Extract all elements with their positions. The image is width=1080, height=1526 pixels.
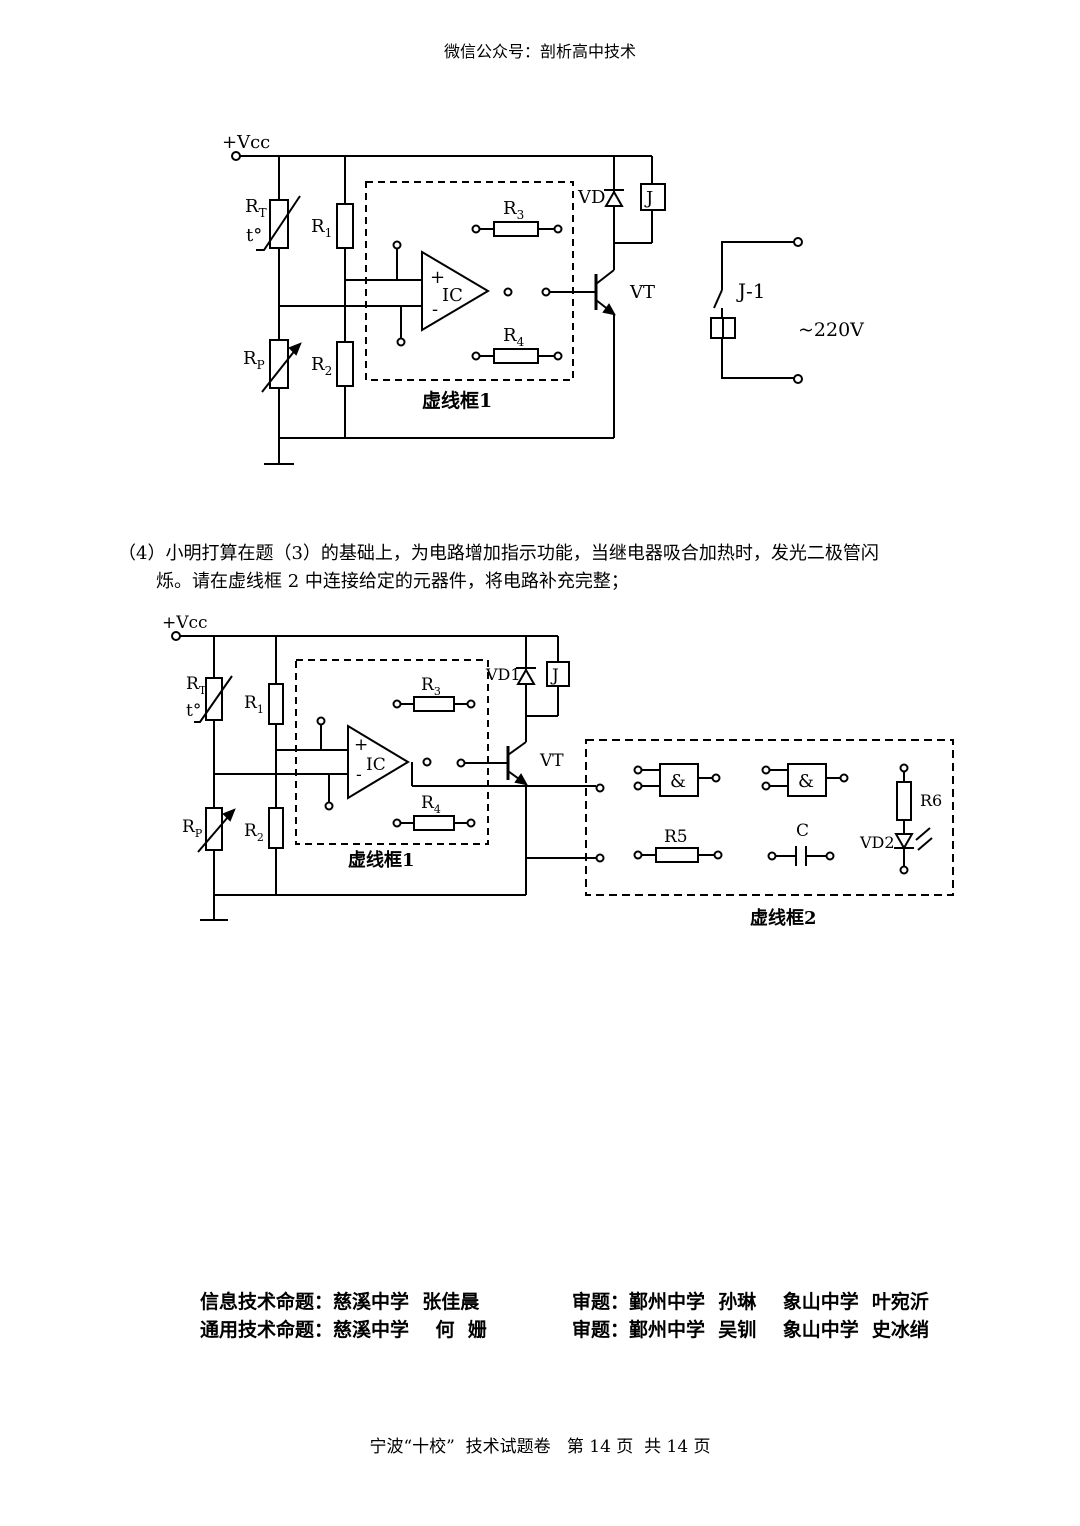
question-line-2: 烁。请在虚线框 2 中连接给定的元器件，将电路补充完整； — [156, 571, 629, 592]
svg-text:+: + — [354, 735, 368, 755]
svg-text:J: J — [550, 666, 559, 686]
page-header: 微信公众号：剖析高中技术 — [443, 42, 636, 61]
box1-label: 虚线框1 — [422, 389, 492, 412]
svg-text:~220V: ~220V — [798, 319, 864, 341]
svg-text:+: + — [430, 267, 445, 288]
resistor-r6 — [896, 781, 912, 821]
svg-text:R2: R2 — [244, 821, 264, 844]
page-footer: 宁波“十校” 技术试题卷 第 14 页 共 14 页 — [369, 1437, 711, 1457]
svg-text:C: C — [796, 821, 809, 841]
box2-label: 虚线框2 — [750, 907, 817, 929]
svg-text:VT: VT — [539, 751, 564, 771]
dashed-box-1 — [365, 181, 574, 381]
general-author: 通用技术命题：慈溪中学 何 姗 — [200, 1319, 487, 1341]
svg-text:RP: RP — [182, 817, 203, 840]
svg-text:+Vcc: +Vcc — [162, 613, 208, 633]
svg-text:&: & — [798, 771, 814, 792]
svg-text:R1: R1 — [311, 216, 332, 240]
comparator-ic — [421, 250, 490, 332]
svg-text:t°: t° — [186, 701, 201, 721]
svg-text:R3: R3 — [503, 198, 524, 222]
vcc-terminal — [231, 151, 241, 161]
svg-text:R3: R3 — [421, 675, 441, 698]
vcc-label: +Vcc — [222, 132, 270, 153]
info-review: 审题：鄞州中学 孙琳 象山中学 叶宛沂 — [572, 1291, 929, 1313]
resistor-r2 — [336, 341, 354, 387]
svg-text:R4: R4 — [421, 793, 441, 816]
resistor-r5 — [655, 847, 699, 863]
svg-text:R2: R2 — [311, 354, 332, 378]
nand-gate-1 — [659, 763, 699, 797]
resistor-r3 — [493, 221, 539, 237]
svg-text:VD: VD — [577, 187, 605, 208]
info-author: 信息技术命题：慈溪中学 张佳晨 — [200, 1291, 480, 1313]
svg-text:t°: t° — [246, 225, 262, 246]
svg-text:R1: R1 — [244, 693, 264, 716]
svg-text:&: & — [670, 771, 686, 792]
resistor-r1 — [336, 203, 354, 249]
svg-text:RT: RT — [245, 196, 267, 220]
svg-text:J: J — [644, 188, 653, 209]
svg-text:R6: R6 — [920, 791, 942, 810]
svg-text:虚线框1: 虚线框1 — [348, 849, 415, 871]
nand-gate-2 — [787, 763, 827, 797]
svg-text:R5: R5 — [664, 827, 688, 847]
circuit-diagram-2: +Vcc RT t° RP R1 R2 + - IC R3 R4 VT — [162, 613, 954, 929]
svg-text:VD2: VD2 — [859, 833, 895, 852]
dashed-box-2 — [585, 739, 954, 896]
circuit-diagram-1: +Vcc RT t° RP R1 R2 + - IC R3 R4 VT — [222, 132, 864, 465]
svg-text:VD1: VD1 — [485, 665, 521, 684]
diode-vd — [604, 189, 624, 207]
resistor-r4 — [493, 348, 539, 364]
credits: 信息技术命题：慈溪中学 张佳晨 审题：鄞州中学 孙琳 象山中学 叶宛沂 通用技术… — [200, 1288, 929, 1344]
thermistor-rt — [269, 199, 289, 249]
svg-text:J-1: J-1 — [736, 279, 766, 303]
svg-text:IC: IC — [442, 285, 463, 306]
general-review: 审题：鄞州中学 吴钏 象山中学 史冰绡 — [572, 1319, 929, 1341]
svg-text:RP: RP — [243, 348, 265, 372]
svg-text:IC: IC — [366, 755, 386, 775]
svg-text:-: - — [432, 299, 438, 320]
svg-text:-: - — [356, 765, 362, 785]
svg-text:VT: VT — [629, 282, 655, 303]
led-vd2 — [894, 833, 914, 851]
svg-text:R4: R4 — [503, 325, 525, 349]
question-line-1: （4）小明打算在题（3）的基础上，为电路增加指示功能，当继电器吸合加热时，发光二… — [118, 543, 879, 564]
svg-text:RT: RT — [186, 674, 207, 697]
question-4: （4）小明打算在题（3）的基础上，为电路增加指示功能，当继电器吸合加热时，发光二… — [118, 540, 1018, 596]
